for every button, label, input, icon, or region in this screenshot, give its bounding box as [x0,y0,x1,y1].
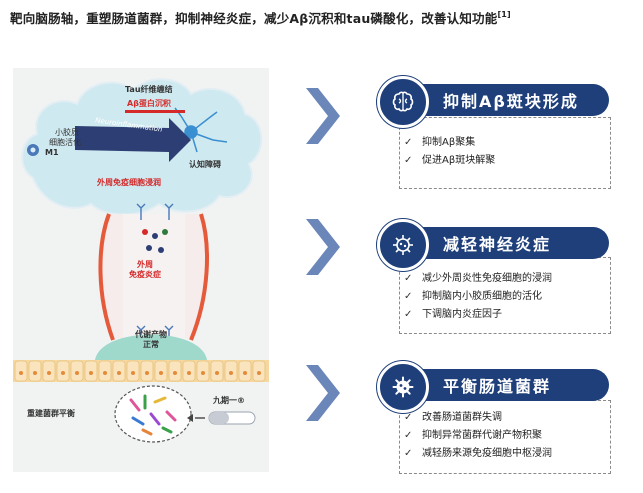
list-item: ✓抑制异常菌群代谢产物积聚 [404,430,542,441]
gut-immune-label-1: 外周 [137,260,153,269]
chevron-right-icon [306,88,340,144]
list-item: ✓减少外周炎性免疫细胞的浸润 [404,273,552,284]
drug-label: 九期一® [213,396,245,405]
rebuild-microbiome-label: 重建菌群平衡 [27,409,75,418]
metabolite-label-1: 代谢产物 [135,330,167,339]
gut-immune-label-2: 免疫炎症 [129,270,161,279]
peripheral-infiltration-label: 外周免疫细胞浸润 [97,178,161,187]
virus-icon [377,219,429,271]
neuroinflammation-arrow [75,118,191,162]
card-microbiome-title: 平衡肠道菌群 [443,377,552,396]
microglia-icon [27,144,39,156]
card-abeta-title: 抑制Aβ斑块形成 [443,92,579,111]
list-item: ✓改善肠道菌群失调 [404,412,502,423]
brain-icon [377,76,429,128]
page-title-text: 靶向脑肠轴，重塑肠道菌群，抑制神经炎症，减少Aβ沉积和tau磷酸化，改善认知功能 [10,11,498,26]
card-inflammation-box: ✓减少外周炎性免疫细胞的浸润 ✓抑制脑内小胶质细胞的活化 ✓下调脑内炎症因子 [399,257,611,334]
bacteria-icon [377,361,429,413]
abeta-label: Aβ蛋白沉积 [127,99,171,108]
cognitive-label: 认知障碍 [189,160,221,169]
list-item: ✓下调脑内炎症因子 [404,309,502,320]
gut-brain-illustration: Tau纤维缠结 Aβ蛋白沉积 Neuroinflammation 小胶质 细胞活… [13,68,269,472]
list-item: ✓减轻肠来源免疫细胞中枢浸润 [404,448,552,459]
card-inflammation-title: 减轻神经炎症 [443,235,552,254]
list-item: ✓抑制脑内小胶质细胞的活化 [404,291,542,302]
microglia-label-1: 小胶质 [55,128,79,137]
metabolite-label-2: 正常 [143,340,159,349]
microglia-label-2: 细胞活化 [49,138,81,147]
metabolite-dome [95,334,207,360]
card-microbiome-box: ✓改善肠道菌群失调 ✓抑制异常菌群代谢产物积聚 ✓减轻肠来源免疫细胞中枢浸润 [399,400,611,474]
page-title: 靶向脑肠轴，重塑肠道菌群，抑制神经炎症，减少Aβ沉积和tau磷酸化，改善认知功能… [10,8,635,27]
chevron-right-icon [306,365,340,421]
abeta-marker [125,110,185,113]
illustration-graphic [13,78,269,443]
tau-label: Tau纤维缠结 [125,85,173,94]
reference-marker: [1] [497,10,511,19]
chevron-right-icon [306,219,340,275]
m1-label: M1 [45,148,59,157]
capsule-icon [208,411,256,425]
list-item: ✓促进Aβ斑块解聚 [404,155,496,166]
microbiome-circle [114,385,192,443]
list-item: ✓抑制Aβ聚集 [404,137,476,148]
card-abeta-box: ✓抑制Aβ聚集 ✓促进Aβ斑块解聚 [399,117,611,189]
